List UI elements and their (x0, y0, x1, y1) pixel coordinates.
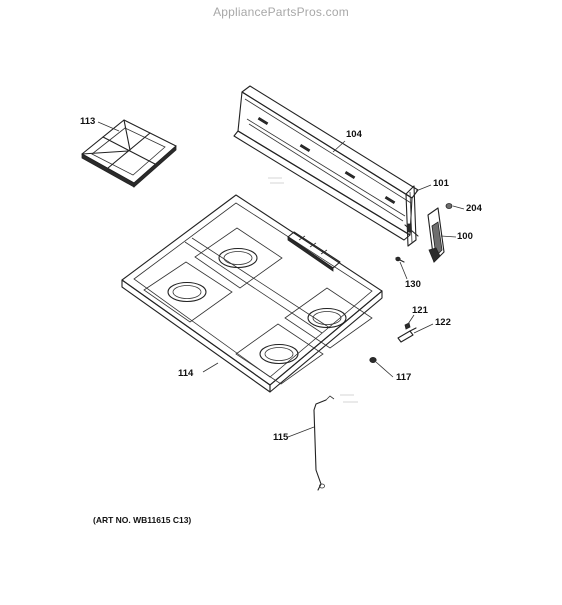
watermark-text: AppliancePartsPros.com (213, 5, 349, 19)
rod-part-115[interactable] (313, 395, 335, 491)
valve-part-122[interactable] (397, 327, 417, 343)
art-number: (ART NO. WB11615 C13) (93, 515, 192, 525)
callout-114[interactable]: 114 (178, 368, 194, 379)
orifice-part-121[interactable] (404, 322, 411, 330)
cooktop-part-114[interactable] (121, 194, 383, 393)
faint-artifacts (268, 177, 358, 403)
bracket-part-101[interactable] (405, 185, 417, 247)
callout-122[interactable]: 122 (435, 317, 451, 328)
callout-104[interactable]: 104 (346, 129, 362, 140)
callout-204[interactable]: 204 (466, 203, 482, 214)
callout-113[interactable]: 113 (80, 116, 96, 127)
grate-part-113[interactable] (81, 119, 177, 188)
callout-121[interactable]: 121 (412, 305, 428, 316)
callout-100[interactable]: 100 (457, 231, 473, 242)
callout-117[interactable]: 117 (396, 372, 412, 383)
endcap-part-100[interactable] (427, 207, 445, 263)
backguard-part-104[interactable] (233, 85, 419, 241)
callout-101[interactable]: 101 (433, 178, 449, 189)
leader-lines (97, 121, 465, 438)
callout-115[interactable]: 115 (273, 432, 289, 443)
callout-130[interactable]: 130 (405, 279, 421, 290)
screw-part-130[interactable] (395, 256, 405, 263)
screw-part-204[interactable] (445, 203, 453, 209)
grommet-part-117[interactable] (369, 356, 377, 363)
